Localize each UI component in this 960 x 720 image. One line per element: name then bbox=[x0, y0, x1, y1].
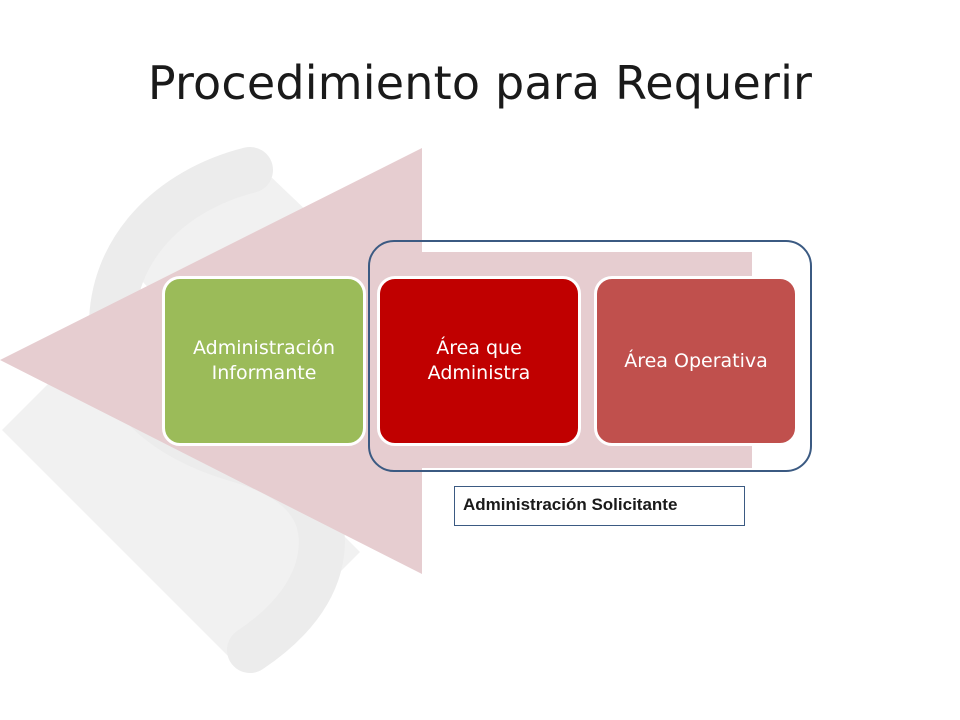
step-label: Administración Informante bbox=[192, 337, 336, 384]
step-label: Área que Administra bbox=[427, 337, 531, 384]
solicitante-group-frame bbox=[368, 240, 812, 472]
group-caption: Administración Solicitante bbox=[454, 486, 745, 526]
slide-title: Procedimiento para Requerir bbox=[147, 56, 813, 110]
step-area-operativa: Área Operativa bbox=[594, 276, 798, 446]
step-area-que-administra: Área que Administra bbox=[377, 276, 581, 446]
step-label: Área Operativa bbox=[624, 349, 768, 372]
step-administracion-informante: Administración Informante bbox=[162, 276, 366, 446]
